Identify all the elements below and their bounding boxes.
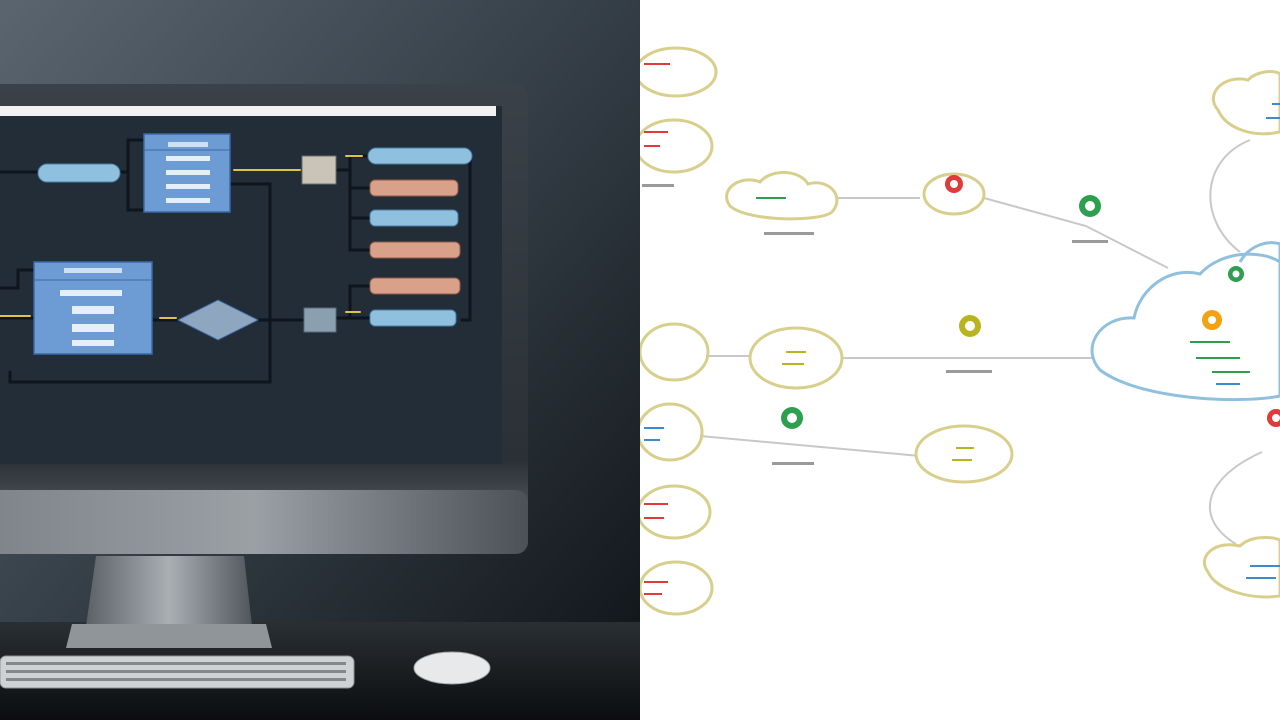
monitor-stand-neck: [86, 556, 252, 626]
flow-output-node-5: [369, 277, 461, 295]
flow-start-node: [37, 163, 121, 183]
flow-output-node-6: [369, 309, 457, 327]
desktop-computer-illustration: [0, 0, 640, 720]
location-pin-icon: [945, 175, 963, 193]
node-captions: [642, 184, 1108, 465]
network-scene: [640, 46, 1280, 616]
location-pin-icon: [1267, 409, 1280, 427]
cloud-icon: [1202, 536, 1280, 599]
monitor-scene: [0, 0, 640, 720]
monitor-stand-base: [66, 624, 272, 648]
network-diagram-illustration: [640, 0, 1280, 720]
node-icon: [914, 424, 1014, 484]
flowchart-highlights: [0, 155, 363, 319]
node-icon: [922, 172, 986, 216]
node-icon: [748, 326, 844, 390]
flow-output-node-4: [369, 241, 461, 259]
flow-process-table-1: [143, 133, 231, 213]
keyboard-icon: [0, 655, 355, 689]
flow-small-box-2: [303, 307, 337, 333]
network-edges: [699, 139, 1263, 545]
cloud-icon: [1211, 70, 1280, 136]
flowchart-icon: [0, 133, 473, 384]
monitor-chin: [0, 490, 528, 554]
screen-titlebar: [0, 106, 496, 116]
location-pins: [781, 175, 1280, 429]
cloud-icon: [725, 171, 839, 221]
node-scribbles: [644, 63, 1280, 595]
flow-output-node-1: [367, 147, 473, 165]
flow-output-node-2: [369, 179, 459, 197]
location-pin-icon: [1202, 310, 1222, 330]
location-pin-icon: [1228, 266, 1244, 282]
location-pin-icon: [781, 407, 803, 429]
flow-decision-node: [176, 299, 260, 341]
cloud-nodes: [725, 70, 1280, 599]
left-edge-nodes: [640, 46, 718, 616]
mouse-icon: [413, 651, 491, 685]
cloud-icon: [1090, 252, 1280, 402]
flow-small-box-1: [301, 155, 337, 185]
flow-process-table-2: [33, 261, 153, 355]
location-pin-icon: [959, 315, 981, 337]
flow-output-node-3: [369, 209, 459, 227]
location-pin-icon: [1079, 195, 1101, 217]
